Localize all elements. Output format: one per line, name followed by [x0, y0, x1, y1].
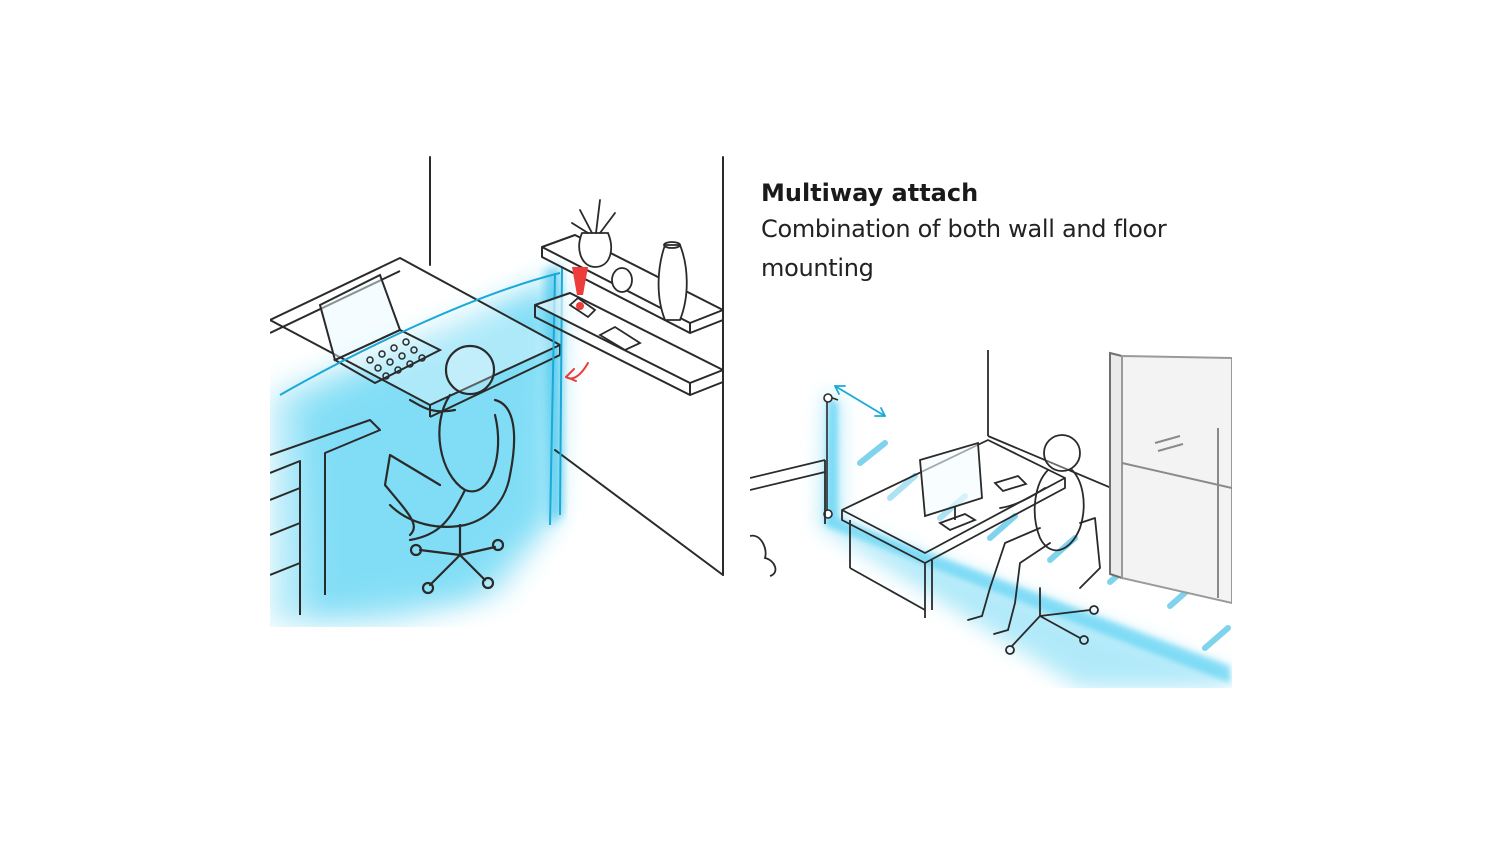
room-outline	[429, 156, 724, 576]
double-arrow-icon	[834, 385, 886, 417]
wall-shelves	[534, 234, 724, 396]
wall-floor-mount-sketch-left	[270, 156, 724, 625]
computer-monitor	[919, 441, 1028, 532]
laptop	[318, 273, 443, 385]
seated-person	[967, 434, 1101, 655]
wall-window	[1109, 351, 1232, 605]
caption-body: Combination of both wall and floor mount…	[761, 215, 1167, 282]
caption-block: Multiway attach Combination of both wall…	[761, 176, 1221, 288]
vertical-mount-panel	[823, 393, 839, 519]
wall-floor-mount-sketch-right	[750, 350, 1232, 688]
cyan-glow-area	[270, 265, 562, 625]
seated-person	[383, 344, 516, 595]
shelf-decor	[568, 199, 688, 352]
exclamation-mark-icon	[572, 267, 588, 310]
caption-title: Multiway attach	[761, 179, 979, 207]
curved-arrow-icon	[565, 362, 589, 382]
